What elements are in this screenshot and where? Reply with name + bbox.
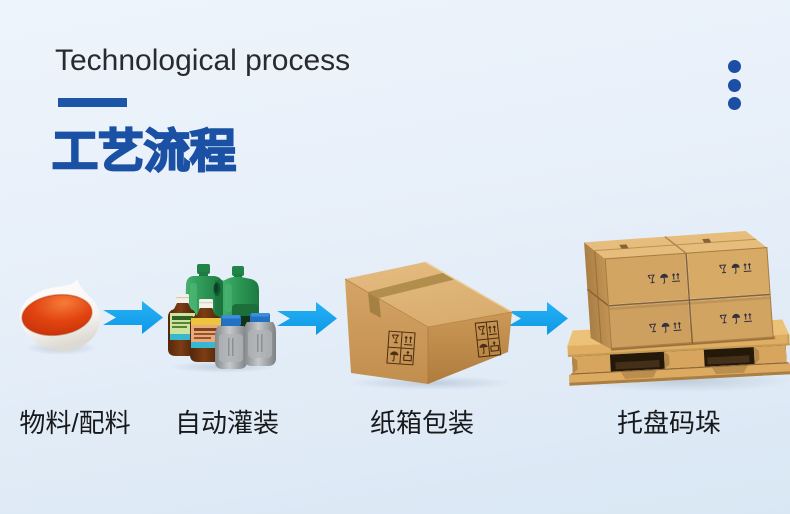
flow-arrow-icon: [508, 302, 568, 335]
title-underline: [58, 98, 127, 107]
flow-arrow-icon: [103, 301, 163, 334]
flow-arrow-icon: [277, 302, 337, 335]
step-label-materials: 物料/配料: [19, 408, 131, 438]
step-label-pallet: 托盘码垛: [616, 408, 722, 438]
menu-dots-icon: [728, 60, 741, 116]
section-title-en: Technological process: [55, 44, 351, 77]
step-label-carton: 纸箱包装: [369, 408, 475, 438]
section-title-zh: 工艺流程: [51, 124, 237, 178]
step-label-filling: 自动灌装: [174, 408, 280, 438]
pallet-illustration: [567, 231, 790, 392]
bottles-illustration: [168, 264, 277, 373]
carton-box-illustration: [344, 261, 513, 390]
ingredient-bowl-icon: [19, 279, 100, 355]
